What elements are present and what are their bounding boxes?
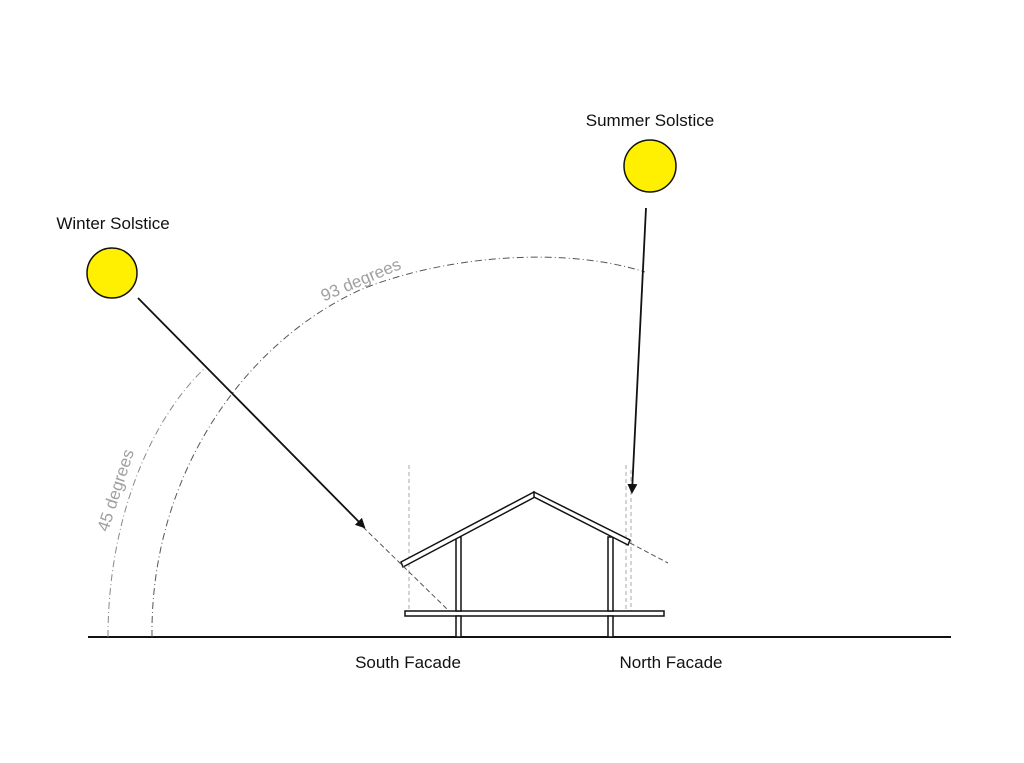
winter-sun-icon [86,247,138,299]
south-foundation [455,615,462,638]
north-foundation [607,615,614,638]
winter-solstice-label: Winter Solstice [56,214,169,233]
arc-93-degrees [151,256,646,638]
south-wall [455,536,462,612]
north-wall [607,536,614,612]
house-section [400,490,665,638]
winter-ray-extension [362,526,448,610]
roof-north-plane [533,490,631,547]
angle-93-label: 93 degrees [318,255,404,306]
south-facade-label: South Facade [355,653,461,672]
summer-sun-icon [623,139,677,193]
summer-sun-ray [627,207,647,494]
winter-sun-ray [137,297,366,529]
roof-eave-extension [629,542,669,564]
angle-45-label: 45 degrees [94,447,138,534]
floor-slab [404,610,665,617]
north-facade-label: North Facade [620,653,723,672]
arc-45-degrees [107,367,206,638]
roof-south-plane [400,490,536,569]
summer-solstice-label: Summer Solstice [586,111,714,130]
